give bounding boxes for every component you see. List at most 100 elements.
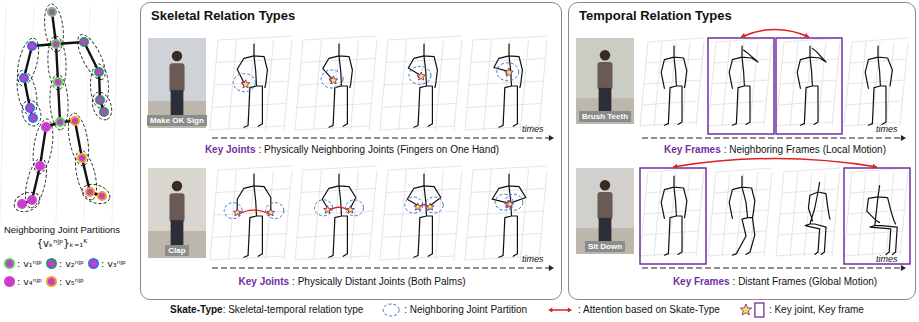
photo [576, 168, 634, 254]
grid-line [682, 42, 690, 126]
grid-line [473, 166, 547, 170]
key-frame-box [844, 168, 910, 264]
grid-line [780, 80, 836, 84]
key-frame-box [708, 38, 774, 134]
legend-text: : v₃ⁿʲᵖ [101, 258, 126, 269]
grid-line [266, 40, 274, 130]
grid-line [539, 170, 547, 260]
joint-dot [80, 38, 88, 46]
legend-swatch [88, 258, 99, 269]
key-joint-star [347, 206, 355, 213]
skeleton [492, 174, 526, 257]
time-axis [642, 138, 904, 139]
photo [576, 38, 634, 124]
photo-person [600, 50, 610, 60]
label: Neighboring Joint Partitions [4, 224, 120, 235]
legend-sample [550, 309, 570, 311]
joint-dot [96, 96, 104, 104]
legend-item: : v₅ⁿʲᵖ [46, 276, 84, 287]
key-joint-star [426, 203, 434, 210]
joint-dot [56, 118, 64, 126]
arrow-head [673, 164, 678, 169]
time-axis [212, 138, 552, 139]
grid-line [216, 59, 290, 63]
skeleton [729, 46, 758, 125]
grid-line [314, 40, 322, 130]
text-line: times [876, 254, 898, 264]
label: {vₖⁿʲᵖ}ₖ₌₁ᴷ [37, 238, 88, 249]
grid-line [790, 172, 798, 256]
joint-partition [409, 66, 431, 84]
grid-line [782, 189, 838, 193]
grid-line [388, 36, 462, 40]
skeleton [729, 176, 755, 255]
grid-line [736, 172, 744, 256]
joint-dot [95, 68, 103, 76]
grid-line [399, 40, 407, 130]
grid-line [384, 211, 458, 215]
grid-line [216, 189, 290, 193]
grid-line [214, 81, 288, 85]
joint-partition [315, 200, 333, 216]
grid-line [469, 211, 543, 215]
grid-line [696, 172, 704, 256]
grid-line [832, 42, 840, 126]
photo-person [169, 63, 184, 92]
grid-line [521, 40, 529, 130]
grid-line [750, 172, 758, 256]
text-line: Skate-Type: Skeletal-temporal relation t… [170, 304, 363, 315]
attention-arc [741, 30, 809, 38]
joint-partition [495, 194, 513, 210]
joint-partition [321, 70, 343, 88]
joint-dot [36, 162, 44, 170]
photo-person [169, 193, 184, 222]
attention-arc [237, 210, 271, 215]
panel-title: Temporal Relation Types [569, 3, 915, 28]
joint-partition [405, 197, 423, 213]
joint-dot [18, 200, 26, 208]
grid-line [858, 172, 866, 256]
joint-partition [497, 63, 519, 81]
key-frame-box [640, 168, 706, 264]
grid-line [642, 101, 698, 105]
joint-partition [224, 203, 242, 219]
grid-line [386, 59, 460, 63]
joint-partition [425, 197, 443, 213]
arrow-head [901, 135, 906, 141]
grid-line [473, 36, 547, 40]
legend-item: : v₁ⁿʲᵖ [4, 258, 42, 269]
grid-line [303, 166, 377, 170]
skeleton [661, 176, 687, 255]
legend-item: : v₂ⁿʲᵖ [46, 258, 84, 269]
axis-label: times [876, 254, 898, 264]
key-joint-star [506, 200, 514, 207]
tag-text: Make OK Sign [150, 116, 204, 125]
key-joint-star [414, 203, 422, 210]
grid-line [846, 101, 902, 105]
key-joint-star [233, 209, 241, 216]
photo-person [172, 181, 182, 191]
axis-label: times [522, 124, 544, 134]
grid-line [284, 40, 292, 130]
attention-arc [328, 207, 351, 212]
text-line: {vₖⁿʲᵖ}ₖ₌₁ᴷ [37, 238, 88, 249]
arrow-head [568, 307, 572, 312]
legend-swatch [4, 276, 15, 287]
legend-text: : v₄ⁿʲᵖ [17, 276, 42, 287]
skeleton [805, 182, 830, 254]
grid-line [539, 40, 547, 130]
grid-line [790, 42, 798, 126]
arrow-head [741, 33, 746, 38]
text-line: Key Joints: Physically Distant Joints (B… [239, 276, 466, 287]
grid-line [301, 59, 375, 63]
grid-line [722, 172, 730, 256]
text-line: Key Frames: Neighboring Frames (Local Mo… [664, 144, 886, 155]
grid-line [644, 210, 700, 214]
photo [148, 168, 206, 258]
key-joint-star [324, 206, 332, 213]
time-axis [212, 268, 552, 269]
grid-line [454, 40, 462, 130]
photo [148, 38, 206, 128]
